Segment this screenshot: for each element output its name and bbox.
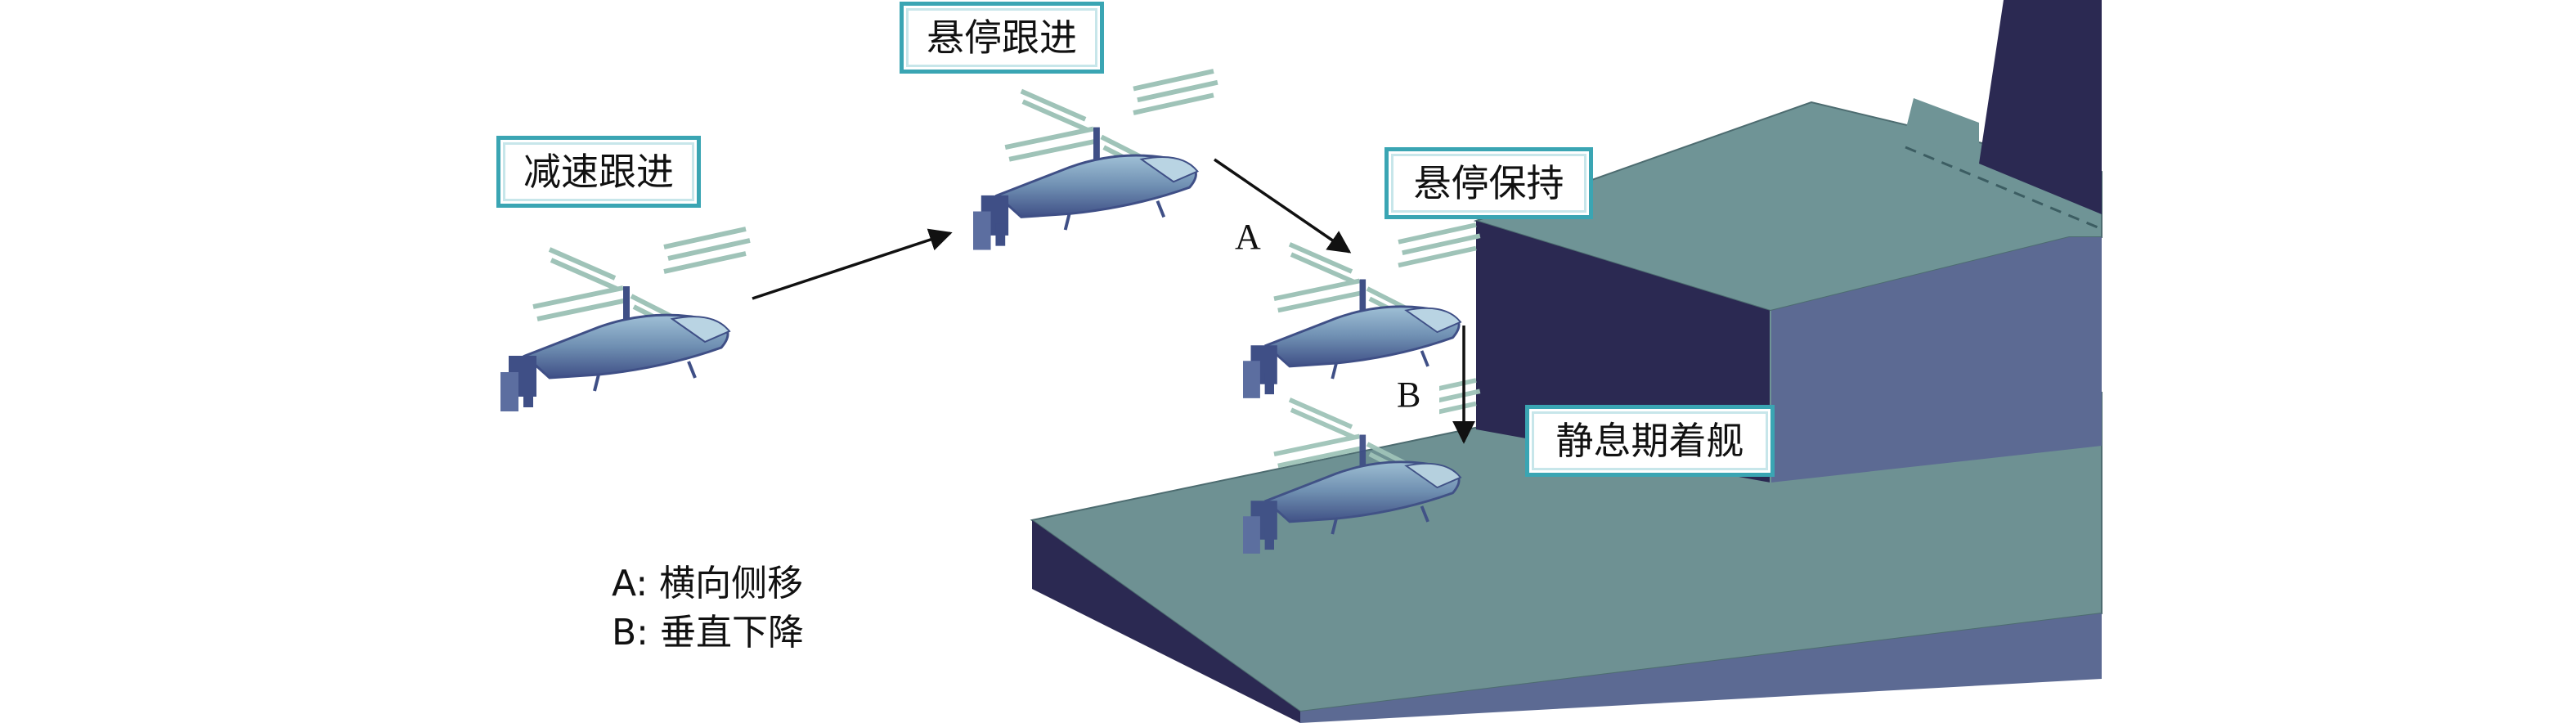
deck-left-face — [1032, 520, 1300, 723]
label-hover-hold: 悬停保持 — [1384, 147, 1593, 219]
helicopter-decel — [500, 229, 750, 411]
label-decel-follow: 减速跟进 — [496, 136, 701, 208]
label-landing: 静息期着舰 — [1525, 405, 1775, 477]
helicopter-hover-follow — [973, 71, 1218, 250]
deck-side — [1300, 613, 2102, 723]
hangar-side — [1770, 237, 2102, 483]
marker-a: A — [1235, 217, 1261, 257]
legend-a: A: 横向侧移 — [612, 563, 804, 604]
label-hover-follow: 悬停跟进 — [900, 2, 1104, 74]
hangar-dashed-edge — [1905, 146, 2103, 231]
arrow-lateral-shift — [1214, 158, 1352, 254]
arrow-decel-to-hover — [752, 228, 953, 300]
helicopter-hover-hold — [1243, 225, 1480, 398]
superstructure-light — [1905, 98, 1979, 164]
marker-b: B — [1397, 375, 1421, 415]
legend-b: B: 垂直下降 — [612, 612, 804, 653]
superstructure-dark — [1979, 0, 2102, 214]
